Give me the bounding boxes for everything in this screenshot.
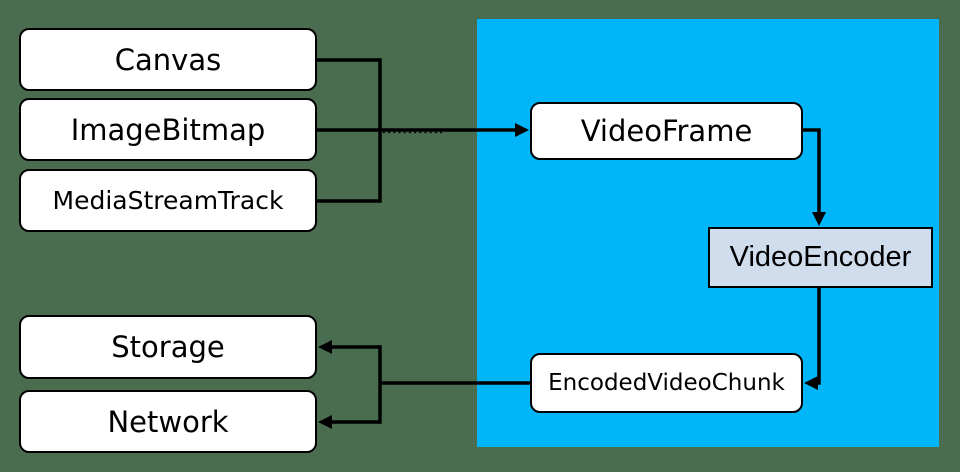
edge-videoframe-videoencoder bbox=[803, 128, 821, 213]
node-network-label: Network bbox=[107, 404, 229, 439]
node-encodedvideochunk: EncodedVideoChunk bbox=[530, 353, 803, 413]
arrowhead-into-storage bbox=[318, 340, 332, 354]
arrowhead-into-videoframe bbox=[515, 123, 529, 137]
node-mediastreamtrack-label: MediaStreamTrack bbox=[52, 186, 284, 215]
node-videoframe: VideoFrame bbox=[530, 102, 803, 160]
node-videoencoder: VideoEncoder bbox=[708, 227, 933, 288]
node-canvas-label: Canvas bbox=[114, 42, 222, 77]
node-videoframe-label: VideoFrame bbox=[580, 114, 753, 148]
arrowhead-into-videoencoder bbox=[812, 212, 826, 226]
node-imagebitmap: ImageBitmap bbox=[19, 98, 317, 161]
arrowhead-into-network bbox=[318, 415, 332, 429]
node-videoencoder-label: VideoEncoder bbox=[729, 241, 912, 273]
node-encodedvideochunk-label: EncodedVideoChunk bbox=[548, 370, 785, 396]
node-mediastreamtrack: MediaStreamTrack bbox=[19, 169, 317, 232]
edge-videoencoder-encodedvideochunk bbox=[812, 288, 821, 385]
node-network: Network bbox=[19, 390, 317, 453]
node-imagebitmap-label: ImageBitmap bbox=[70, 112, 266, 147]
arrowhead-into-encodedvideochunk bbox=[804, 376, 818, 390]
node-storage: Storage bbox=[19, 315, 317, 379]
node-storage-label: Storage bbox=[111, 330, 225, 364]
node-canvas: Canvas bbox=[19, 28, 317, 91]
